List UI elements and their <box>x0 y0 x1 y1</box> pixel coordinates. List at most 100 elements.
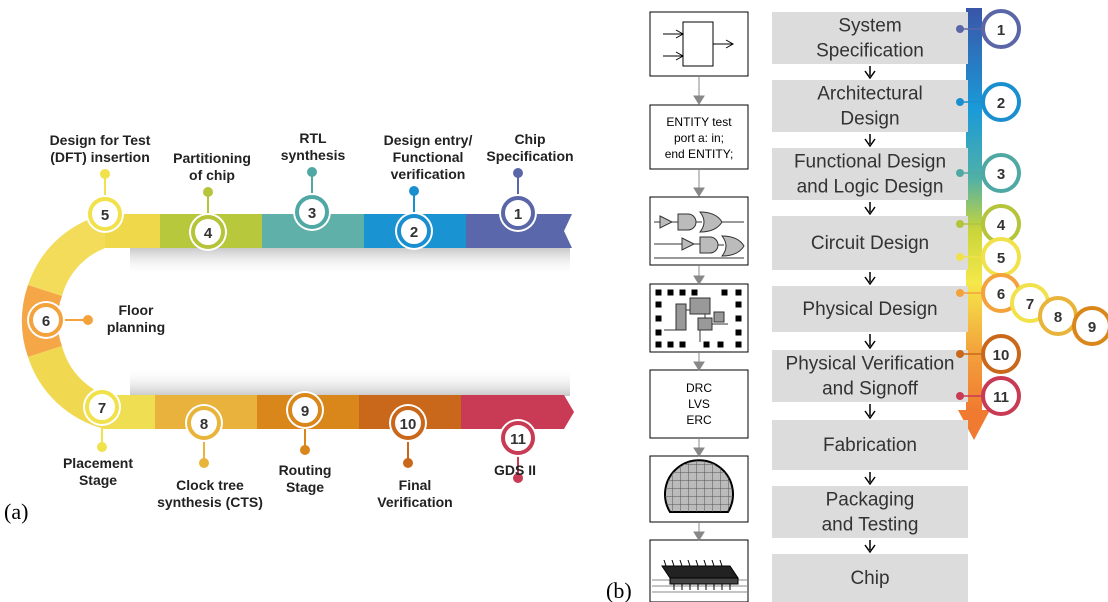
stage-title: Partitioning <box>173 150 251 166</box>
panel-b: (b) <box>606 8 990 602</box>
flow-step-4: Circuit Design <box>772 216 968 286</box>
connector-dot <box>97 442 107 452</box>
flow-marker-3: 3 <box>956 153 1021 193</box>
bottom-ribbon-shadow <box>130 368 570 396</box>
flow-marker-number: 9 <box>1088 319 1096 336</box>
chip-pin <box>663 559 667 567</box>
flow-marker-2: 2 <box>956 82 1021 122</box>
flow-step-box <box>772 216 968 270</box>
stage-title: Floor <box>119 302 155 318</box>
stage-number: 8 <box>200 416 208 433</box>
chip-pin <box>687 559 691 567</box>
flow-step-label: Specification <box>816 41 924 62</box>
stage-title: of chip <box>189 167 235 183</box>
marker-dot <box>956 220 964 228</box>
hdl-code-text: ENTITY test port a: in; end ENTITY; <box>665 115 734 161</box>
stage-marker <box>397 214 431 248</box>
flow-marker-number: 1 <box>997 22 1005 39</box>
stage-number: 10 <box>400 416 417 433</box>
check-list-text: DRC LVS ERC <box>686 381 712 427</box>
check-lvs: LVS <box>688 397 710 411</box>
stage-title: synthesis <box>281 147 346 163</box>
flow-marker-number: 10 <box>993 347 1010 364</box>
illustration-arrows <box>693 76 705 541</box>
flow-step-label: Design <box>840 109 899 130</box>
flow-step-9: Chip <box>772 554 968 602</box>
layout-pad <box>703 341 710 348</box>
stage-title: RTL <box>299 130 327 146</box>
connector-dot <box>199 458 209 468</box>
stage-number: 11 <box>510 431 526 448</box>
stage-title: Clock tree <box>176 477 244 493</box>
stage-title: Chip <box>514 131 545 147</box>
layout-pad <box>679 289 686 296</box>
flow-step-label: Physical Design <box>802 299 937 320</box>
layout-pad <box>655 315 662 322</box>
stage-marker <box>288 393 322 427</box>
stage-number: 7 <box>98 400 106 417</box>
flow-step-label: Chip <box>850 568 889 589</box>
top-ribbon-shadow <box>130 248 570 276</box>
flow-step-label: Physical Verification <box>786 354 955 375</box>
flow-step-box <box>772 554 968 602</box>
bottom-ribbon <box>105 395 574 429</box>
connector-dot <box>307 167 317 177</box>
flow-step-label: and Testing <box>822 515 919 536</box>
flow-step-label: and Signoff <box>822 379 919 400</box>
panel-b-label: (b) <box>606 578 632 602</box>
flow-arrow-head <box>864 206 876 216</box>
stage-title: (DFT) insertion <box>50 149 150 165</box>
layout-pad <box>667 289 674 296</box>
stage-marker <box>187 406 221 440</box>
chip-pin <box>695 559 699 567</box>
chip-pin <box>679 559 683 567</box>
layout-pad <box>735 289 742 296</box>
illustration-column <box>649 11 749 602</box>
check-drc: DRC <box>686 381 712 395</box>
flow-marker-8: 8 <box>1038 296 1078 336</box>
layout-pad <box>679 341 686 348</box>
ribbon-segment-11 <box>461 395 574 429</box>
marker-dot <box>956 169 964 177</box>
stage-marker <box>191 215 225 249</box>
stage-number: 3 <box>308 205 316 222</box>
stage-number: 2 <box>410 224 418 241</box>
layout-pad <box>721 289 728 296</box>
layout-pads <box>655 289 742 348</box>
marker-dot <box>956 289 964 297</box>
flow-marker-circle <box>981 376 1021 416</box>
flow-step-label: System <box>838 16 901 37</box>
stage-title: Routing <box>279 462 332 478</box>
flow-axis-arrowhead <box>958 410 990 440</box>
wafer-icon <box>664 459 734 513</box>
flow-step-label: Architectural <box>817 84 923 105</box>
hdl-line-3: end ENTITY; <box>665 147 734 161</box>
stage-number: 5 <box>101 207 109 224</box>
panel-a-label: (a) <box>4 499 28 524</box>
layout-pad <box>735 301 742 308</box>
layout-icon <box>664 297 728 342</box>
flow-marker-number: 8 <box>1054 309 1062 326</box>
flow-marker-number: 7 <box>1026 296 1034 313</box>
stage-title: Stage <box>286 479 324 495</box>
flow-marker-number: 4 <box>997 217 1006 234</box>
flow-step-box <box>772 80 968 132</box>
flow-marker-number: 5 <box>997 250 1005 267</box>
hdl-code-box <box>649 104 749 170</box>
flow-arrow-head <box>864 476 876 486</box>
block-symbol-icon <box>663 21 735 67</box>
flow-axis-bar <box>966 8 982 412</box>
chip-pin <box>671 559 675 567</box>
flow-arrow-head <box>864 138 876 148</box>
flow-step-label: Fabrication <box>823 435 917 456</box>
stage-marker <box>501 196 535 230</box>
